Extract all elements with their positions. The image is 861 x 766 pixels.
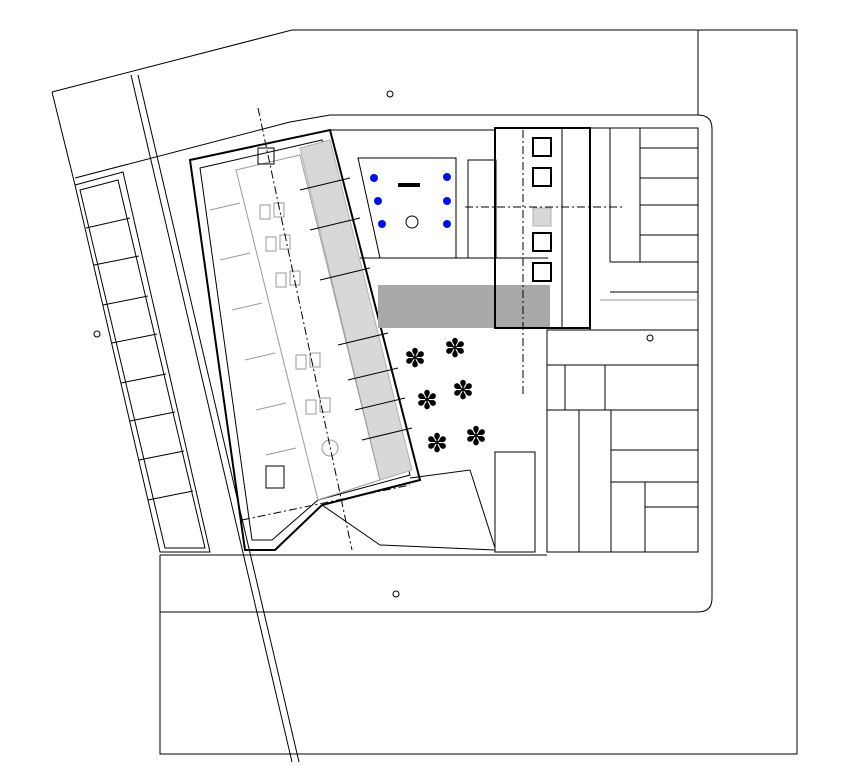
east-building <box>465 127 622 395</box>
svg-text:✽: ✽ <box>404 343 426 373</box>
axis-line <box>257 107 353 551</box>
site-boundary <box>51 29 798 755</box>
survey-point <box>386 90 394 98</box>
shaded-area <box>378 285 550 328</box>
blue-fixtures <box>370 173 451 228</box>
plaza <box>330 129 550 328</box>
svg-text:✽: ✽ <box>465 421 487 451</box>
railway-track <box>130 74 300 763</box>
survey-point <box>93 330 101 338</box>
svg-text:✽: ✽ <box>416 385 438 415</box>
right-blocks <box>546 127 699 553</box>
left-parking-strip <box>74 171 211 553</box>
axis-line <box>241 484 411 521</box>
survey-point <box>392 590 400 598</box>
trees: ✽✽ ✽✽ ✽✽ <box>404 333 487 458</box>
main-building <box>188 128 422 551</box>
svg-text:✽: ✽ <box>452 375 474 405</box>
svg-text:✽: ✽ <box>444 333 466 363</box>
svg-text:✽: ✽ <box>426 428 448 458</box>
